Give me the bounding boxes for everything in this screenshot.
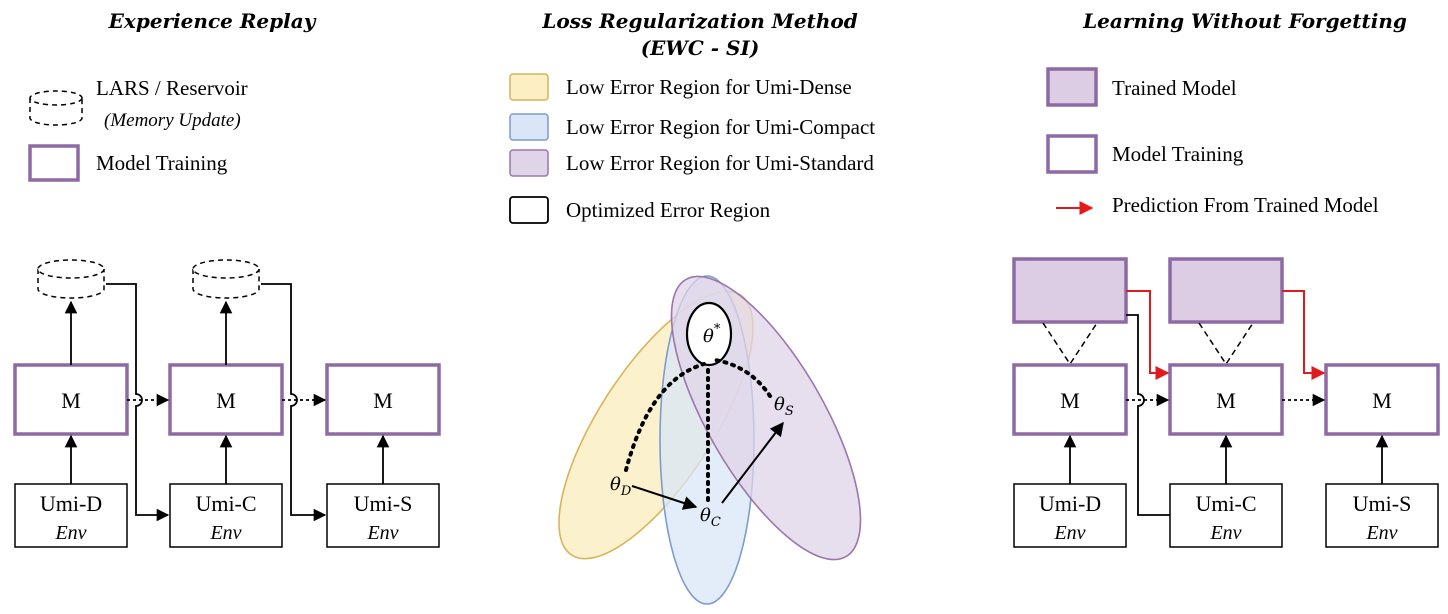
theta-d-label: θD xyxy=(610,474,632,499)
er-env-c-name: Umi-C xyxy=(195,491,256,516)
prediction-legend-label: Prediction From Trained Model xyxy=(1112,193,1379,217)
loss-reg-title: Loss Regularization Method xyxy=(541,9,857,33)
prediction-arrow-2 xyxy=(1282,290,1326,380)
lwf-env-c-name: Umi-C xyxy=(1195,491,1256,516)
lwf-env-c-sub: Env xyxy=(1209,522,1241,544)
lwf-env-s-sub: Env xyxy=(1365,522,1397,544)
er-env-c-sub: Env xyxy=(209,522,241,544)
er-env-d-name: Umi-D xyxy=(40,491,102,516)
legend-label-umi-dense: Low Error Region for Umi-Dense xyxy=(566,75,852,99)
er-env-s xyxy=(326,483,440,548)
training-legend-label: Model Training xyxy=(96,151,228,175)
training-legend-icon xyxy=(28,144,80,182)
er-memory-1-to-env-c xyxy=(106,283,170,522)
trained-model-1 xyxy=(1012,257,1128,324)
lwf-model-1-label: M xyxy=(1060,388,1080,413)
legend-swatch-umi-dense xyxy=(509,73,549,101)
theta-c-label: θC xyxy=(700,505,721,530)
er-env-s-sub: Env xyxy=(366,522,398,544)
er-env-s-name: Umi-S xyxy=(354,491,413,516)
experience-replay-panel: Experience Replay LARS / Reservoir (Memo… xyxy=(13,9,441,548)
memory-legend-sublabel: (Memory Update) xyxy=(104,110,241,131)
lwf-trained-1-to-env-c-link xyxy=(1126,314,1170,516)
trained-model-legend-icon xyxy=(1046,67,1098,107)
lwf-title: Learning Without Forgetting xyxy=(1082,9,1407,33)
lwf-env-s-name: Umi-S xyxy=(1353,491,1412,516)
er-env-d-sub: Env xyxy=(54,522,86,544)
er-model-2 xyxy=(168,363,284,436)
er-env-d xyxy=(14,483,128,548)
legend-swatch-umi-standard xyxy=(509,149,549,177)
lwf-model-2 xyxy=(1168,363,1284,436)
legend-swatch-optimized xyxy=(509,196,549,224)
theta-s-label: θS xyxy=(774,394,794,419)
loss-reg-subtitle: (EWC - SI) xyxy=(641,36,760,60)
memory-buffer-2 xyxy=(192,259,260,299)
optimization-paths xyxy=(624,358,772,502)
er-model-1-label: M xyxy=(61,388,81,413)
memory-buffer-1 xyxy=(37,259,105,299)
lwf-env-d xyxy=(1013,483,1127,548)
optimized-region xyxy=(685,301,733,367)
er-model-1 xyxy=(13,363,129,436)
lwf-model-3-label: M xyxy=(1372,388,1392,413)
lwf-training-legend-label: Model Training xyxy=(1112,142,1244,166)
lwf-model-2-label: M xyxy=(1216,388,1236,413)
legend-label-umi-compact: Low Error Region for Umi-Compact xyxy=(566,115,875,139)
trained-to-model-links xyxy=(1042,322,1254,366)
er-env-c xyxy=(169,483,283,548)
memory-cylinder-legend-icon xyxy=(29,90,83,126)
lwf-env-s xyxy=(1325,483,1439,548)
memory-legend-label: LARS / Reservoir xyxy=(96,76,248,100)
arrow-theta-c-to-s xyxy=(721,421,784,504)
trained-model-legend-label: Trained Model xyxy=(1112,76,1237,100)
experience-replay-title: Experience Replay xyxy=(108,9,317,33)
theta-optimum-label: θ* xyxy=(703,322,721,347)
legend-swatch-umi-compact xyxy=(509,113,549,141)
lwf-panel: Learning Without Forgetting Trained Mode… xyxy=(1012,9,1440,548)
er-model-3 xyxy=(325,363,441,436)
lwf-training-legend-icon xyxy=(1046,134,1098,174)
lwf-env-d-sub: Env xyxy=(1053,522,1085,544)
trained-model-2 xyxy=(1168,257,1284,324)
prediction-arrow-1 xyxy=(1126,290,1170,380)
legend-label-optimized: Optimized Error Region xyxy=(566,198,771,222)
er-model-2-label: M xyxy=(216,388,236,413)
loss-regularization-panel: Loss Regularization Method (EWC - SI) Lo… xyxy=(509,9,875,605)
arrow-theta-d-to-c xyxy=(631,485,698,510)
legend-label-umi-standard: Low Error Region for Umi-Standard xyxy=(566,151,874,175)
lwf-model-3 xyxy=(1324,363,1440,436)
lwf-env-d-name: Umi-D xyxy=(1039,491,1101,516)
er-memory-2-to-env-s xyxy=(261,283,327,522)
er-model-3-label: M xyxy=(373,388,393,413)
